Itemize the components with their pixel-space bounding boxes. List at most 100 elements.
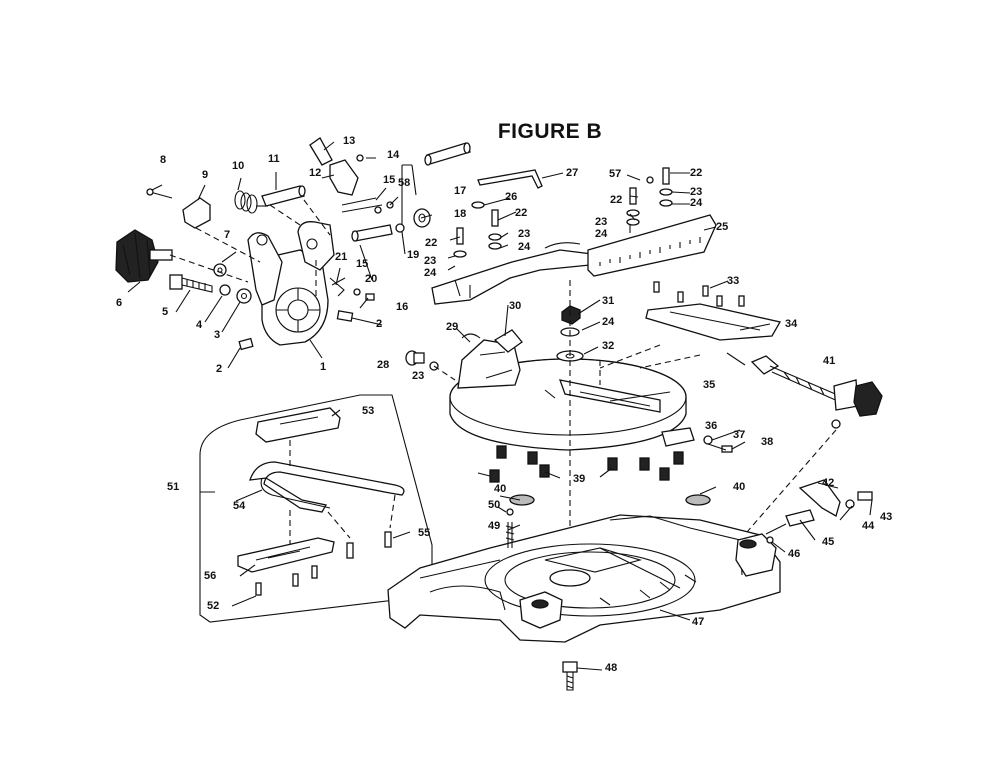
- callout-17: 17: [454, 185, 467, 197]
- handle-lower-grip: [237, 537, 335, 573]
- callout-49: 49: [488, 520, 501, 532]
- callout-47: 47: [692, 616, 705, 628]
- callout-52: 52: [207, 600, 220, 612]
- callout-58: 58: [398, 177, 411, 189]
- callout-45: 45: [822, 536, 835, 548]
- callout-12: 12: [309, 167, 322, 179]
- callout-54: 54: [233, 500, 246, 512]
- link-arm: [297, 221, 335, 271]
- callout-51: 51: [167, 481, 180, 493]
- callout-23: 23: [518, 228, 531, 240]
- washer-26: [471, 201, 485, 209]
- throat-plate-34: [645, 303, 782, 341]
- callout-6: 6: [116, 297, 123, 309]
- callout-39: 39: [573, 473, 586, 485]
- callout-33: 33: [727, 275, 740, 287]
- nut-44: [845, 499, 855, 509]
- callout-8: 8: [160, 154, 167, 166]
- callout-36: 36: [705, 420, 718, 432]
- spring-49: [505, 522, 515, 548]
- callout-25: 25: [716, 221, 729, 233]
- screw-8: [146, 188, 173, 199]
- washer-19: [395, 223, 405, 233]
- nut-31: [561, 305, 581, 325]
- callout-43: 43: [880, 511, 893, 523]
- callout-23: 23: [690, 186, 703, 198]
- leader-lines-base: [200, 280, 873, 671]
- callout-55: 55: [418, 527, 431, 539]
- clip-21: [329, 277, 346, 297]
- washer-7: [213, 263, 227, 277]
- figure-title: FIGURE B: [497, 120, 603, 143]
- insert-30: [493, 329, 523, 353]
- callout-11: 11: [268, 153, 280, 165]
- screw-38: [707, 443, 733, 453]
- hex-key-27: [477, 169, 543, 189]
- handle-screws: [255, 531, 392, 596]
- callout-44: 44: [862, 520, 875, 532]
- u-handle: [249, 461, 405, 513]
- callout-46: 46: [788, 548, 801, 560]
- knob-6: [115, 229, 173, 283]
- handle-top-cover: [255, 407, 341, 443]
- callout-42: 42: [822, 477, 835, 489]
- washer-3: [236, 288, 252, 304]
- pad-40a: [509, 494, 535, 506]
- callout-48: 48: [605, 662, 618, 674]
- callout-22: 22: [690, 167, 703, 179]
- callout-27: 27: [566, 167, 579, 179]
- callout-56: 56: [204, 570, 217, 582]
- washer-4: [219, 284, 231, 296]
- callout-30: 30: [509, 300, 522, 312]
- callout-31: 31: [602, 295, 615, 307]
- bolt-48: [562, 661, 578, 691]
- callout-29: 29: [446, 321, 459, 333]
- washer-37: [703, 435, 713, 445]
- latch-12: [329, 159, 359, 196]
- callout-15: 15: [383, 174, 396, 186]
- callout-32: 32: [602, 340, 615, 352]
- callout-18: 18: [454, 208, 467, 220]
- callout-41: 41: [823, 355, 836, 367]
- callout-26: 26: [505, 191, 518, 203]
- callout-4: 4: [196, 319, 203, 331]
- pin-15: [341, 197, 383, 213]
- bolt-5: [169, 274, 213, 293]
- callout-22: 22: [610, 194, 623, 206]
- callout-24: 24: [518, 241, 531, 253]
- callout-24: 24: [595, 228, 608, 240]
- base-47: [387, 514, 781, 643]
- callout-28: 28: [377, 359, 390, 371]
- leader-lines-fence: [447, 172, 717, 271]
- callout-19: 19: [407, 249, 420, 261]
- pin-20: [351, 224, 393, 242]
- callout-22: 22: [515, 207, 528, 219]
- callout-53: 53: [362, 405, 375, 417]
- callout-9: 9: [202, 169, 209, 181]
- ball-50: [506, 508, 514, 516]
- pin-14: [356, 154, 364, 162]
- shaft-17: [424, 142, 471, 166]
- callout-38: 38: [761, 436, 774, 448]
- set-screws-2: [238, 310, 354, 351]
- callout-3: 3: [214, 329, 221, 341]
- callout-20: 20: [365, 273, 378, 285]
- leader-lines-left: [127, 141, 433, 369]
- callout-23: 23: [424, 255, 437, 267]
- callout-16: 16: [396, 301, 409, 313]
- callout-13: 13: [343, 135, 356, 147]
- callout-21: 21: [335, 251, 348, 263]
- lever-13: [309, 137, 333, 166]
- block-9: [182, 197, 211, 229]
- bolt-45: [765, 509, 815, 535]
- callout-2: 2: [376, 318, 383, 330]
- lever-42: [798, 479, 841, 517]
- callout-15: 15: [356, 258, 369, 270]
- callout-34: 34: [785, 318, 798, 330]
- callout-57: 57: [609, 168, 622, 180]
- bolt-43: [857, 491, 873, 501]
- clamp-41: [750, 355, 883, 429]
- spring-10: [234, 190, 268, 214]
